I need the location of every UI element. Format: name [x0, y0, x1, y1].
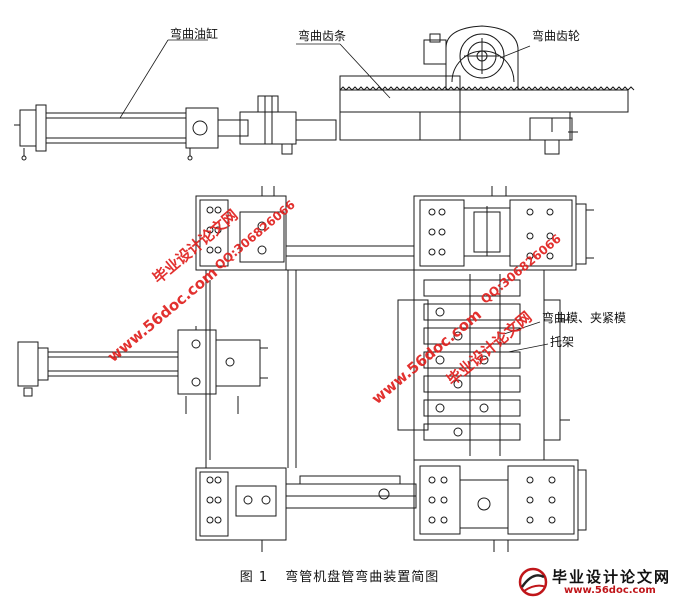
bottom-view	[17, 186, 594, 552]
right-frame	[413, 186, 594, 271]
mount-block-bottom-right	[413, 459, 587, 552]
top-view	[14, 25, 635, 161]
logo-icon	[518, 567, 548, 597]
gear-part	[423, 25, 519, 90]
figure-number: 图 1	[239, 570, 269, 585]
site-logo: 毕业设计论文网 www.56doc.com	[514, 566, 674, 598]
brand-title: 毕业设计论文网	[552, 568, 672, 586]
figure-title: 弯管机盘管弯曲装置简图	[285, 570, 440, 585]
brand-url: www.56doc.com	[564, 585, 656, 596]
label-rack: 弯曲齿条	[298, 28, 346, 43]
connector-block	[239, 95, 337, 155]
label-support: 托架	[550, 335, 574, 349]
label-bend-clamp-die: 弯曲模、夹紧模	[542, 310, 626, 325]
side-cylinder-part	[17, 326, 268, 414]
figure-caption: 图 1 弯管机盘管弯曲装置简图	[0, 566, 679, 585]
mount-block-bottom-left	[195, 467, 287, 552]
label-cylinder: 弯曲油缸	[170, 26, 218, 41]
label-gear: 弯曲齿轮	[532, 28, 580, 43]
rack-part	[339, 75, 635, 155]
mount-block-top-left	[195, 186, 287, 271]
cylinder-part	[14, 104, 249, 161]
